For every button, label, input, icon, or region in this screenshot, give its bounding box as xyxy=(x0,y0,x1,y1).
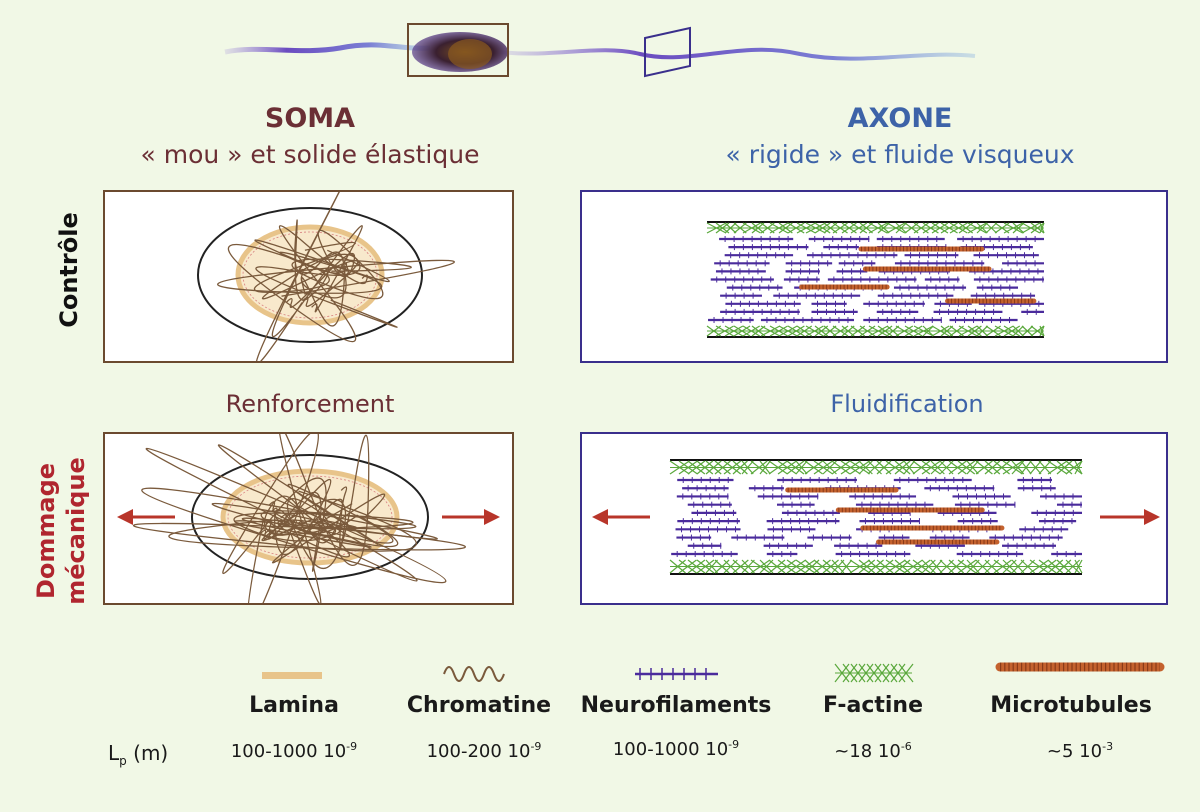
soma-control-drawing xyxy=(197,192,455,361)
legend-value-neurofilaments: 100-1000 10-9 xyxy=(566,738,786,760)
legend-value-lamina-text: 100-1000 10 xyxy=(230,741,347,762)
legend-name-lamina: Lamina xyxy=(249,693,339,718)
soma-zoom-box xyxy=(407,23,509,77)
lamina-bar-icon xyxy=(262,672,322,679)
lp-symbol: L xyxy=(108,741,120,765)
legend-value-factine: ~18 10-6 xyxy=(763,740,983,762)
legend-name-neurofilaments: Neurofilaments xyxy=(580,693,772,718)
lp-subscript: p xyxy=(119,754,127,768)
legend-value-neurofilaments-exp: -9 xyxy=(728,738,740,751)
chromatin-tangle xyxy=(132,434,466,603)
soma-damage-panel xyxy=(103,432,514,605)
axone-damage-drawing xyxy=(592,459,1160,575)
neuron-illustration xyxy=(224,23,976,78)
legend-value-factine-exp: -6 xyxy=(900,740,912,753)
row-label-control: Contrôle xyxy=(55,212,83,328)
legend-value-microtubules-exp: -3 xyxy=(1102,740,1114,753)
soma-title: SOMA xyxy=(264,103,356,134)
axone-damage-label: Fluidification xyxy=(830,390,984,418)
legend-name-microtubules: Microtubules xyxy=(990,693,1152,718)
lp-label: Lp (m) xyxy=(108,741,168,768)
arrow-right-icon xyxy=(442,509,500,525)
axone-control-panel xyxy=(580,190,1168,363)
legend-value-lamina: 100-1000 10-9 xyxy=(184,740,404,762)
arrow-left-icon xyxy=(592,509,650,525)
legend-value-chromatine-exp: -9 xyxy=(530,740,542,753)
lamina-ring xyxy=(235,224,385,326)
legend-name-chromatine: Chromatine xyxy=(406,693,552,718)
legend-icons xyxy=(262,662,1165,683)
soma-subtitle: « mou » et solide élastique xyxy=(140,140,480,169)
axone-control-drawing xyxy=(706,221,1045,338)
arrow-right-icon xyxy=(1100,509,1160,525)
legend-value-chromatine-text: 100-200 10 xyxy=(426,741,531,762)
row-label-damage-line1: Dommage xyxy=(32,462,60,600)
legend-name-factine: F-actine xyxy=(822,693,923,718)
row-label-damage-line2: mécanique xyxy=(62,457,90,605)
axone-damage-panel xyxy=(580,432,1168,605)
chromatin-tangle xyxy=(217,192,455,361)
row-label-damage: Dommage mécanique xyxy=(31,446,93,616)
soma-control-panel xyxy=(103,190,514,363)
soma-damage-drawing xyxy=(117,434,500,603)
arrow-left-icon xyxy=(117,509,175,525)
legend-value-lamina-exp: -9 xyxy=(346,740,358,753)
legend-value-microtubules-text: ~5 10 xyxy=(1046,741,1103,762)
axone-subtitle: « rigide » et fluide visqueux xyxy=(725,140,1075,169)
legend-value-chromatine: 100-200 10-9 xyxy=(374,740,594,762)
soma-damage-label: Renforcement xyxy=(225,390,395,418)
axon-cytoskeleton xyxy=(706,221,1045,338)
chromatin-wave-icon xyxy=(443,666,505,682)
axon-section-plane xyxy=(644,26,691,78)
lp-unit: (m) xyxy=(133,741,169,765)
axone-title: AXONE xyxy=(847,103,953,134)
legend-value-microtubules: ~5 10-3 xyxy=(970,740,1190,762)
legend-value-factine-text: ~18 10 xyxy=(834,741,901,762)
legend-value-neurofilaments-text: 100-1000 10 xyxy=(612,739,729,760)
axon-cytoskeleton xyxy=(669,459,1083,575)
actin-mesh-icon xyxy=(834,663,914,683)
neurofilament-comb-icon xyxy=(635,668,718,680)
